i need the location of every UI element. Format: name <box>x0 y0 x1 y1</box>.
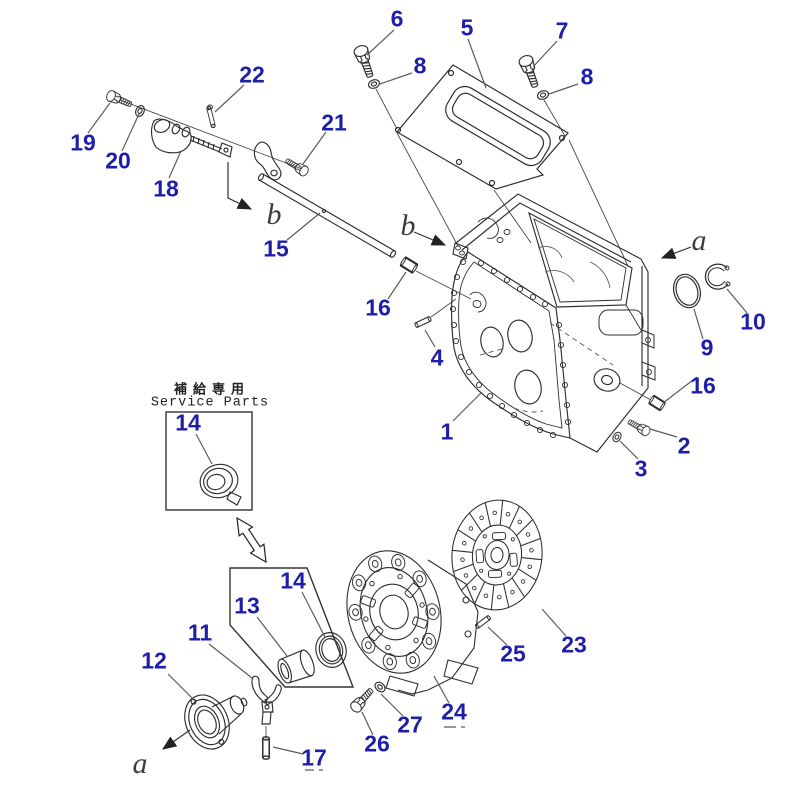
service-parts-box <box>165 411 253 511</box>
interchange-arrow-icon <box>236 516 267 564</box>
part-label-13: 13 <box>234 592 260 619</box>
part-22-pin <box>205 104 217 129</box>
view-direction-arrow-a2 <box>162 729 191 750</box>
part-label-5: 5 <box>460 14 474 41</box>
part-4-pin <box>413 315 433 329</box>
view-label-a2: a <box>132 747 148 780</box>
part-label-4: 4 <box>430 344 444 371</box>
leader-lines <box>87 29 748 755</box>
dash-marks <box>305 726 465 771</box>
part-label-9: 9 <box>700 334 714 361</box>
part-label-19: 19 <box>70 129 96 156</box>
part-12-release-hub <box>184 694 248 750</box>
part-5-cover-plate <box>394 64 569 190</box>
view-direction-arrow-b2 <box>413 231 447 246</box>
view-label-a1: a <box>691 224 707 257</box>
part-label-17: 17 <box>301 744 327 771</box>
part-19-bolt <box>104 88 134 111</box>
part-label-2: 2 <box>677 432 691 459</box>
part-24-pressure-plate <box>346 550 479 697</box>
part-label-21: 21 <box>321 109 347 136</box>
part-label-14b: 14 <box>280 567 306 594</box>
part-10-snap-ring <box>704 263 731 290</box>
lever-arm <box>253 141 282 181</box>
part-16-bushing <box>398 255 420 275</box>
view-label-b2: b <box>400 209 416 242</box>
part-7-bolt <box>517 53 543 90</box>
part-label-11: 11 <box>187 619 213 646</box>
part-23-clutch-disc <box>451 499 543 611</box>
part-17-pin <box>262 736 270 760</box>
part-11-fork <box>251 675 282 725</box>
service-parts-title-en: Service Parts <box>150 395 270 411</box>
part-1-clutch-housing <box>449 193 656 453</box>
part-label-27: 27 <box>397 711 423 738</box>
part-8-washer-right <box>535 88 551 102</box>
view-direction-arrow-a1 <box>660 246 692 259</box>
part-27-washer <box>372 679 388 695</box>
alignment-lines <box>119 88 652 740</box>
view-direction-arrow-b1 <box>227 162 253 210</box>
part-14-bearing-service <box>199 463 242 506</box>
part-15-rod <box>257 173 397 258</box>
part-label-8a: 8 <box>413 52 427 79</box>
part-13-sleeve <box>277 649 315 684</box>
part-2-bolt <box>625 416 653 438</box>
part-label-1: 1 <box>440 418 454 445</box>
part-label-12: 12 <box>141 647 167 674</box>
part-8-washer-left <box>366 77 382 91</box>
part-label-3: 3 <box>634 455 648 482</box>
part-label-18: 18 <box>153 175 179 202</box>
part-label-22: 22 <box>239 61 265 88</box>
part-label-14a: 14 <box>175 409 201 436</box>
view-arrows <box>162 162 692 750</box>
part-label-10: 10 <box>740 308 766 335</box>
part-label-20: 20 <box>105 147 131 174</box>
part-label-8b: 8 <box>580 63 594 90</box>
part-label-15: 15 <box>263 235 289 262</box>
part-label-25: 25 <box>500 640 526 667</box>
part-label-16b: 16 <box>690 372 716 399</box>
part-14-bearing-ring <box>315 632 347 668</box>
part-label-7: 7 <box>555 17 569 44</box>
part-9-oring <box>672 273 702 309</box>
view-label-b1: b <box>266 198 282 231</box>
part-label-16a: 16 <box>365 294 391 321</box>
lower-parts-box <box>229 567 355 688</box>
part-label-24: 24 <box>441 698 467 725</box>
part-18-valve-body <box>150 118 233 158</box>
part-26-bolt <box>348 685 377 715</box>
part-label-23: 23 <box>561 631 587 658</box>
service-parts-title-jp: 補給専用 <box>173 382 251 398</box>
part-label-6: 6 <box>390 5 404 32</box>
part-label-26: 26 <box>364 730 390 757</box>
